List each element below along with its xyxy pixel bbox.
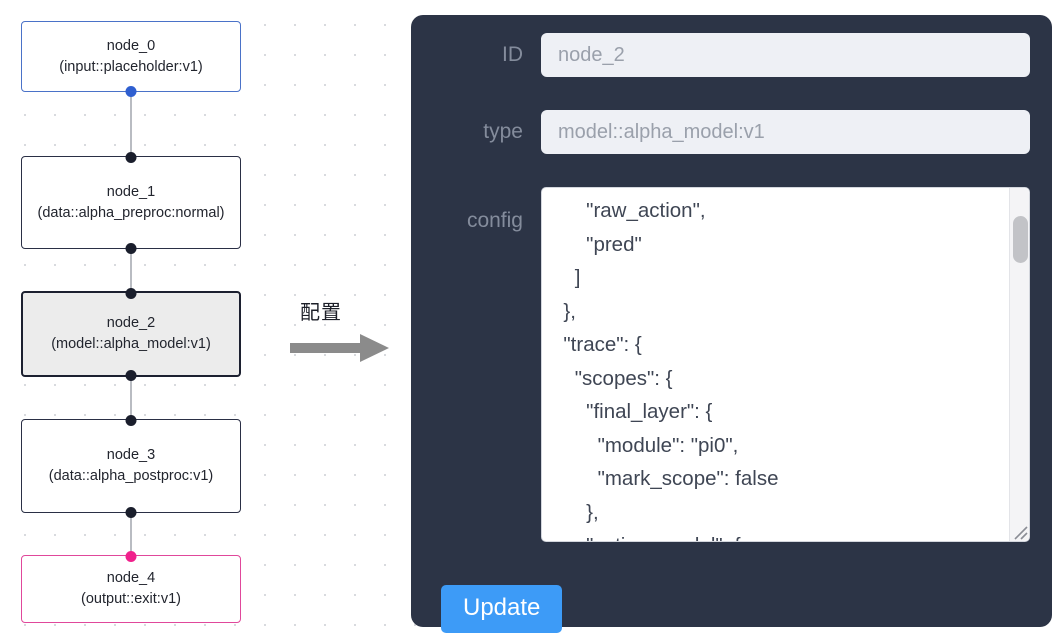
field-row-id: ID [411, 33, 1052, 77]
flow-node-type: (model::alpha_model:v1) [51, 336, 211, 352]
transition-arrow-group: 配置 [288, 296, 396, 364]
flow-graph-canvas[interactable]: node_0 (input::placeholder:v1) node_1 (d… [0, 0, 395, 643]
flow-node-node_1[interactable]: node_1 (data::alpha_preproc:normal) [21, 151, 241, 254]
flow-node-node_3[interactable]: node_3 (data::alpha_postproc:v1) [21, 414, 241, 518]
node-handle-source[interactable] [125, 369, 137, 381]
resize-grip-icon[interactable] [1010, 522, 1028, 540]
node-handle-target[interactable] [125, 414, 137, 426]
node-handle-target[interactable] [125, 151, 137, 163]
node-handle-target[interactable] [125, 550, 137, 562]
right-arrow-icon [290, 334, 389, 362]
type-field-label: type [483, 120, 523, 143]
edge-node0-node1 [130, 92, 132, 156]
node-handle-source[interactable] [125, 242, 137, 254]
node-config-panel: ID type config Update [411, 15, 1052, 633]
flow-node-type: (output::exit:v1) [81, 591, 181, 607]
flow-node-type: (input::placeholder:v1) [59, 58, 203, 75]
flow-node-title: node_4 [106, 570, 156, 587]
id-input[interactable] [541, 33, 1030, 77]
field-row-config: config [411, 187, 1052, 542]
flow-node-title: node_2 [106, 315, 156, 332]
config-textarea[interactable] [541, 187, 1030, 542]
flow-node-type: (data::alpha_postproc:v1) [48, 468, 214, 484]
type-input[interactable] [541, 110, 1030, 154]
edge-node2-node3 [130, 377, 132, 419]
flow-node-title: node_3 [106, 447, 156, 464]
edge-node1-node2 [130, 249, 132, 291]
flow-node-type: (data::alpha_preproc:normal) [37, 204, 225, 221]
config-textarea-wrapper [541, 187, 1030, 542]
flow-node-title: node_1 [106, 183, 156, 200]
config-scrollbar[interactable] [1009, 188, 1029, 541]
transition-arrow-label: 配置 [300, 300, 342, 324]
update-button[interactable]: Update [441, 585, 563, 633]
flow-node-node_0[interactable]: node_0 (input::placeholder:v1) [21, 21, 241, 97]
flow-node-node_2[interactable]: node_2 (model::alpha_model:v1) [21, 287, 241, 381]
field-row-type: type [411, 110, 1052, 154]
node-handle-source[interactable] [125, 506, 137, 518]
node-handle-source[interactable] [125, 85, 137, 97]
id-field-label: ID [502, 43, 523, 66]
config-field-label: config [466, 209, 523, 232]
config-scrollbar-thumb[interactable] [1013, 216, 1028, 263]
edge-node3-node4 [130, 513, 132, 555]
node-handle-target[interactable] [125, 287, 137, 299]
flow-node-title: node_0 [106, 37, 156, 54]
flow-node-node_4[interactable]: node_4 (output::exit:v1) [21, 550, 241, 623]
